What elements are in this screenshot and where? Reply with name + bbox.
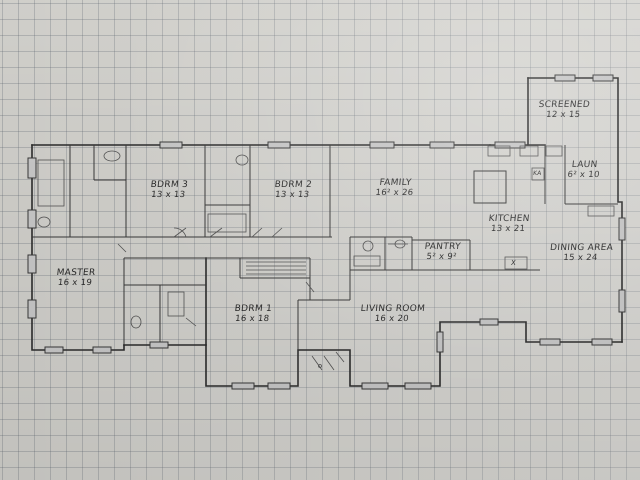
room-name: DINING AREA bbox=[549, 243, 614, 253]
room-name: LAUN bbox=[571, 160, 599, 170]
room-dims: 15 x 24 bbox=[562, 253, 599, 263]
room-label-kitchen: KITCHEN 13 x 21 bbox=[487, 214, 530, 234]
room-label-bdrm1: BDRM 1 16 x 18 bbox=[233, 304, 273, 324]
room-label-master: MASTER 16 x 19 bbox=[55, 268, 96, 288]
room-name: MASTER bbox=[56, 268, 96, 278]
room-dims: 13 x 13 bbox=[274, 190, 310, 200]
windows bbox=[27, 74, 626, 390]
room-name: SCREENED bbox=[538, 100, 591, 110]
room-name: BDRM 1 bbox=[234, 304, 273, 314]
range-box bbox=[531, 167, 545, 181]
sink-label: X bbox=[510, 259, 517, 267]
room-dims: 16² x 26 bbox=[374, 188, 414, 198]
room-label-pantry: PANTRY 5² x 9² bbox=[423, 242, 461, 262]
room-name: KITCHEN bbox=[488, 214, 531, 224]
room-dims: 13 x 21 bbox=[490, 224, 526, 234]
room-dims: 16 x 20 bbox=[374, 314, 410, 324]
room-label-family: FAMILY 16² x 26 bbox=[375, 178, 415, 198]
room-label-dining: DINING AREA 15 x 24 bbox=[547, 243, 615, 263]
room-name: FAMILY bbox=[378, 178, 413, 188]
room-label-bdrm2: BDRM 2 13 x 13 bbox=[273, 180, 313, 200]
room-label-living: LIVING ROOM 16 x 20 bbox=[359, 304, 426, 324]
room-dims: 6² x 10 bbox=[566, 170, 601, 180]
room-dims: 16 x 18 bbox=[234, 314, 270, 324]
room-name: LIVING ROOM bbox=[360, 304, 426, 314]
room-label-bdrm3: BDRM 3 13 x 13 bbox=[149, 180, 189, 200]
room-name: BDRM 3 bbox=[150, 180, 189, 190]
room-dims: 12 x 15 bbox=[545, 110, 581, 120]
room-name: BDRM 2 bbox=[274, 180, 313, 190]
room-label-laun: LAUN 6² x 10 bbox=[567, 160, 601, 180]
range-label: KA bbox=[532, 170, 542, 177]
interior-walls bbox=[32, 145, 618, 386]
room-name: PANTRY bbox=[424, 242, 462, 252]
room-dims: 16 x 19 bbox=[57, 278, 93, 288]
room-dims: 13 x 13 bbox=[150, 190, 186, 200]
room-dims: 5² x 9² bbox=[425, 252, 458, 262]
room-label-screened: SCREENED 12 x 15 bbox=[537, 100, 590, 120]
kitchen-sink bbox=[504, 256, 528, 270]
bath-fixtures bbox=[37, 145, 615, 329]
exterior-walls bbox=[31, 77, 623, 387]
